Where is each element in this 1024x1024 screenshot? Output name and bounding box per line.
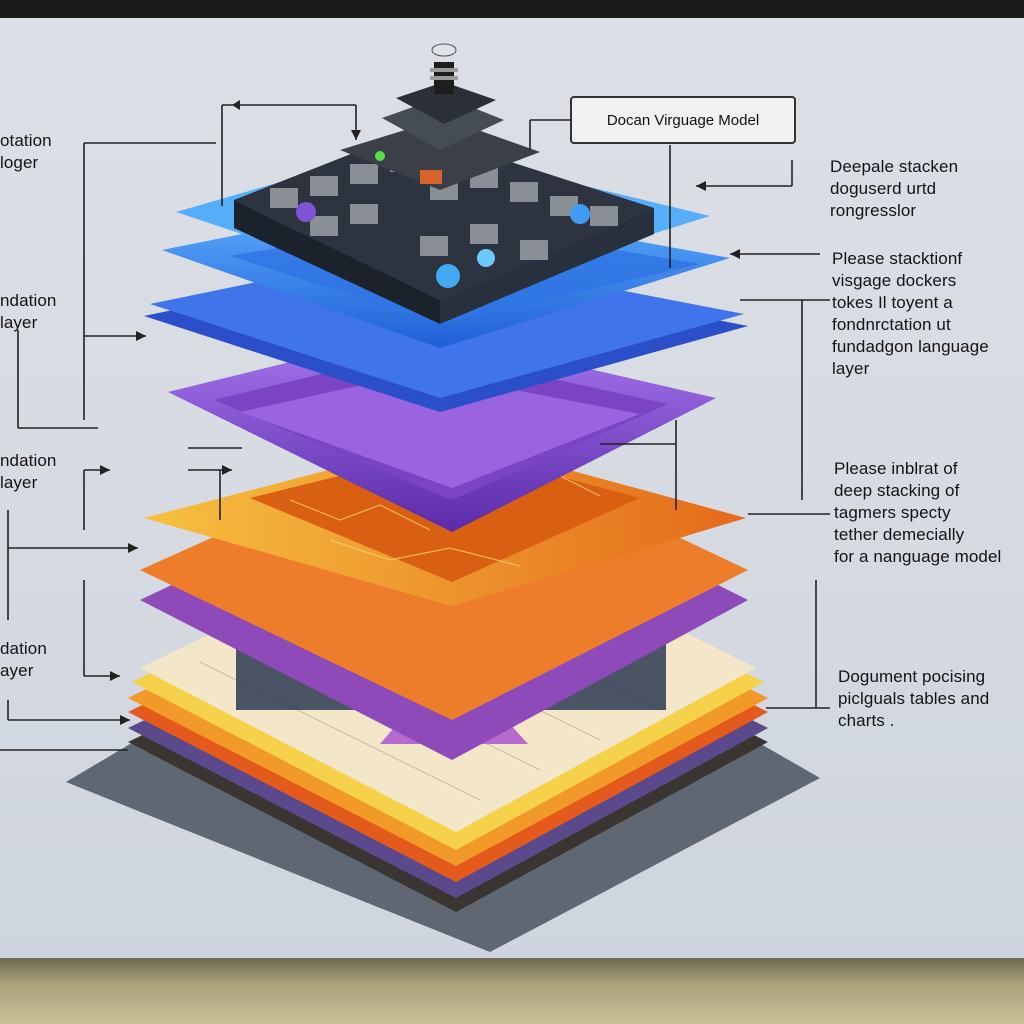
left-label-2: ndation layer	[0, 291, 57, 332]
left-label-4: dation ayer	[0, 639, 47, 680]
right-label-4: Dogument pocising piclguals tables and c…	[838, 667, 990, 730]
model-title-box: Docan Virguage Model	[570, 96, 796, 144]
arrow-heads	[100, 100, 740, 725]
right-label-1: Deepale stacken doguserd urtd rongresslo…	[830, 157, 959, 220]
right-leader-lines	[529, 119, 830, 709]
left-label-1: otation loger	[0, 131, 52, 172]
left-label-3: ndation layer	[0, 451, 57, 492]
right-label-2: Please stacktionf visgage dockers tokes …	[832, 249, 989, 378]
left-leader-lines	[0, 104, 357, 751]
top-tile-grid	[234, 130, 654, 324]
right-label-3: Please inblrat of deep stacking of tagme…	[834, 459, 1002, 566]
purple-layer	[168, 330, 716, 532]
wall-below-screen	[0, 958, 1024, 1024]
central-tower	[340, 43, 540, 190]
